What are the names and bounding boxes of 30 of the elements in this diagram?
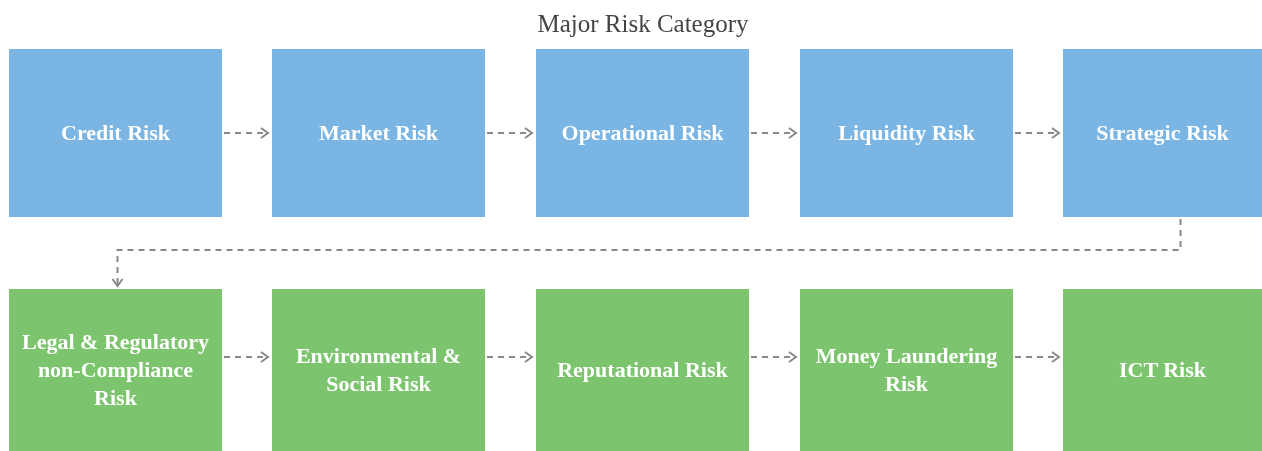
arrow [223,127,269,139]
box-label: Market Risk [318,119,439,147]
diagram-title: Major Risk Category [537,10,749,38]
process-box [800,289,1013,451]
arrow [1014,127,1060,139]
box-label: Reputational Risk [557,356,728,384]
process-box [1063,289,1262,451]
arrow [750,127,797,139]
process-box [9,49,222,217]
box-label: Credit Risk [61,119,170,147]
arrow [750,351,797,363]
box-label: Liquidity Risk [838,119,975,147]
arrow [486,351,533,363]
box-label: Operational Risk [561,119,724,147]
process-box [536,289,749,451]
process-box [9,289,222,451]
arrow [111,218,1182,287]
box-label: Legal & Regulatory non-Compliance Risk [21,328,210,412]
process-box [272,289,485,451]
box-label: Strategic Risk [1096,119,1229,147]
process-box [800,49,1013,217]
process-box [1063,49,1262,217]
box-label: ICT Risk [1119,356,1206,384]
arrow [486,127,533,139]
box-label: Money Laundering Risk [814,342,999,398]
arrow [1014,351,1060,363]
process-box [272,49,485,217]
process-box [536,49,749,217]
arrow [223,351,269,363]
box-label: Environmental & Social Risk [294,342,463,398]
